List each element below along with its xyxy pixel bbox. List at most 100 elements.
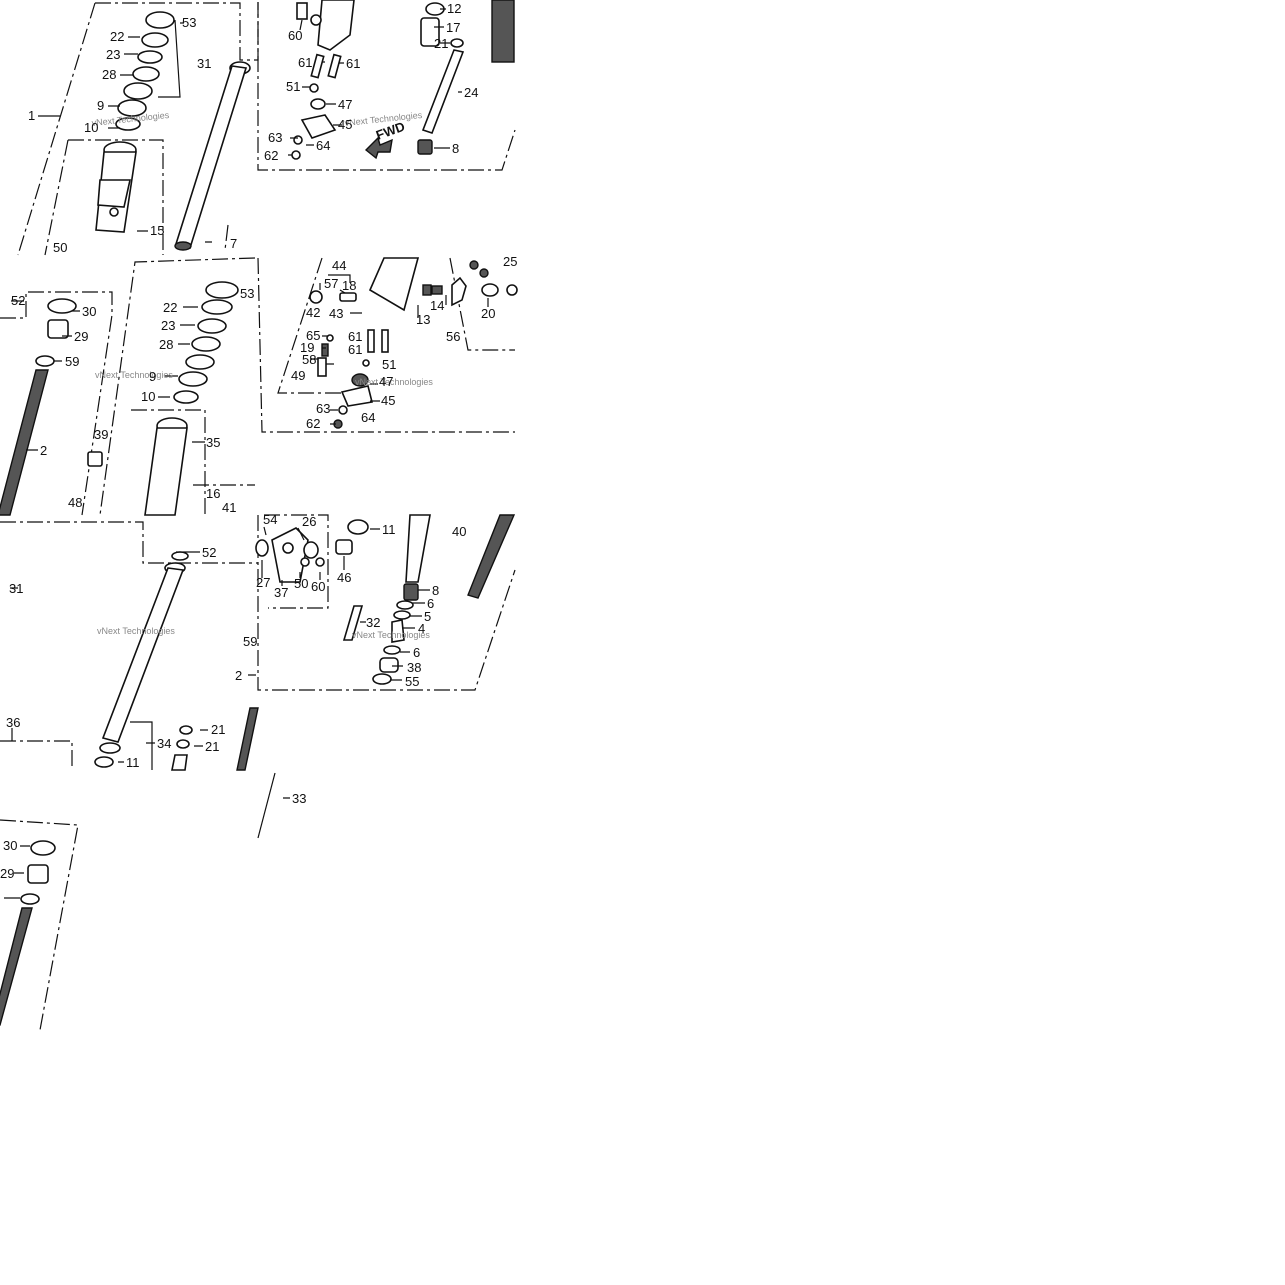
part-label: 37: [274, 585, 288, 600]
part-label: 59: [243, 634, 257, 649]
part-label: 27: [256, 575, 270, 590]
part-label: 21: [205, 739, 219, 754]
part-label: 53: [240, 286, 254, 301]
part-label: 51: [286, 79, 300, 94]
part-label: 7: [230, 236, 237, 251]
part-label: 5: [424, 609, 431, 624]
part-label: 48: [68, 495, 82, 510]
part-label: 42: [306, 305, 320, 320]
part-label: 21: [211, 722, 225, 737]
part-label: 28: [159, 337, 173, 352]
part-label: 28: [102, 67, 116, 82]
part-label: 64: [361, 410, 375, 425]
part-label: 63: [268, 130, 282, 145]
part-label: 32: [366, 615, 380, 630]
part-label: 46: [337, 570, 351, 585]
part-label: 39: [94, 427, 108, 442]
labels-panel-2: 52 30 29 59 2 53 22 23 28 9 10 35 39 48 …: [11, 254, 517, 515]
watermark-3: vNext Technologies: [95, 370, 173, 380]
part-label: 65: [306, 328, 320, 343]
part-label: 43: [329, 306, 343, 321]
part-label: 31: [197, 56, 211, 71]
part-label: 24: [464, 85, 478, 100]
part-label: 2: [235, 668, 242, 683]
part-label: 8: [432, 583, 439, 598]
part-label: 9: [149, 369, 156, 384]
part-label: 56: [446, 329, 460, 344]
part-label: 36: [6, 715, 20, 730]
part-label: 62: [264, 148, 278, 163]
part-label: 15: [150, 223, 164, 238]
part-label: 12: [447, 1, 461, 16]
part-label: 60: [311, 579, 325, 594]
panel-fork-assembly-middle: [0, 257, 518, 516]
part-label: 52: [11, 293, 25, 308]
part-label: 10: [141, 389, 155, 404]
part-label: 64: [316, 138, 330, 153]
part-label: 18: [342, 278, 356, 293]
part-label: 61: [346, 56, 360, 71]
labels-panel-1: 53 22 23 31 28 9 1 10 15 50 7 60 12 17 2…: [28, 1, 478, 255]
part-label: 60: [288, 28, 302, 43]
part-label: 58: [302, 352, 316, 367]
part-label: 20: [481, 306, 495, 321]
part-label: 59: [65, 354, 79, 369]
watermark-4: vNext Technologies: [355, 377, 433, 387]
part-label: 25: [503, 254, 517, 269]
part-label: 11: [126, 755, 140, 770]
part-label: 6: [427, 596, 434, 611]
part-label: 1: [28, 108, 35, 123]
part-label: 61: [348, 329, 362, 344]
part-label: 34: [157, 736, 171, 751]
part-label: 8: [452, 141, 459, 156]
part-label: 47: [338, 97, 352, 112]
labels-panel-3: 52 31 36 34 21 21 11 26 54 27 37 50 60 4…: [0, 512, 466, 881]
part-label: 61: [348, 342, 362, 357]
part-label: 17: [446, 20, 460, 35]
part-label: 50: [294, 576, 308, 591]
part-label: 52: [202, 545, 216, 560]
part-label: 54: [263, 512, 277, 527]
part-label: 45: [338, 117, 352, 132]
part-label: 22: [110, 29, 124, 44]
part-label: 57: [324, 276, 338, 291]
part-label: 30: [82, 304, 96, 319]
part-label: 4: [418, 621, 425, 636]
part-label: 29: [74, 329, 88, 344]
part-label: 13: [416, 312, 430, 327]
part-label: 61: [298, 55, 312, 70]
part-label: 50: [53, 240, 67, 255]
part-label: 22: [163, 300, 177, 315]
part-label: 30: [3, 838, 17, 853]
part-label: 62: [306, 416, 320, 431]
part-label: 23: [106, 47, 120, 62]
part-label: 23: [161, 318, 175, 333]
part-label: 49: [291, 368, 305, 383]
part-label: 16: [206, 486, 220, 501]
part-label: 2: [40, 443, 47, 458]
panel-fork-assembly-lower: [0, 514, 516, 1031]
part-label: 6: [413, 645, 420, 660]
part-label: 33: [292, 791, 306, 806]
part-label: 26: [302, 514, 316, 529]
part-label: 14: [430, 298, 444, 313]
part-label: 51: [382, 357, 396, 372]
part-label: 45: [381, 393, 395, 408]
part-label: 47: [379, 374, 393, 389]
watermark-6: vNext Technologies: [352, 630, 430, 640]
part-label: 63: [316, 401, 330, 416]
part-label: 29: [0, 866, 14, 881]
part-label: 11: [382, 522, 396, 537]
part-label: 55: [405, 674, 419, 689]
part-label: 21: [434, 36, 448, 51]
part-label: 38: [407, 660, 421, 675]
part-label: 44: [332, 258, 346, 273]
panel-fork-assembly-top: [17, 0, 516, 256]
part-label: 10: [84, 120, 98, 135]
part-label: 40: [452, 524, 466, 539]
part-label: 35: [206, 435, 220, 450]
watermark-5: vNext Technologies: [97, 626, 175, 636]
part-label: 53: [182, 15, 196, 30]
part-label: 9: [97, 98, 104, 113]
